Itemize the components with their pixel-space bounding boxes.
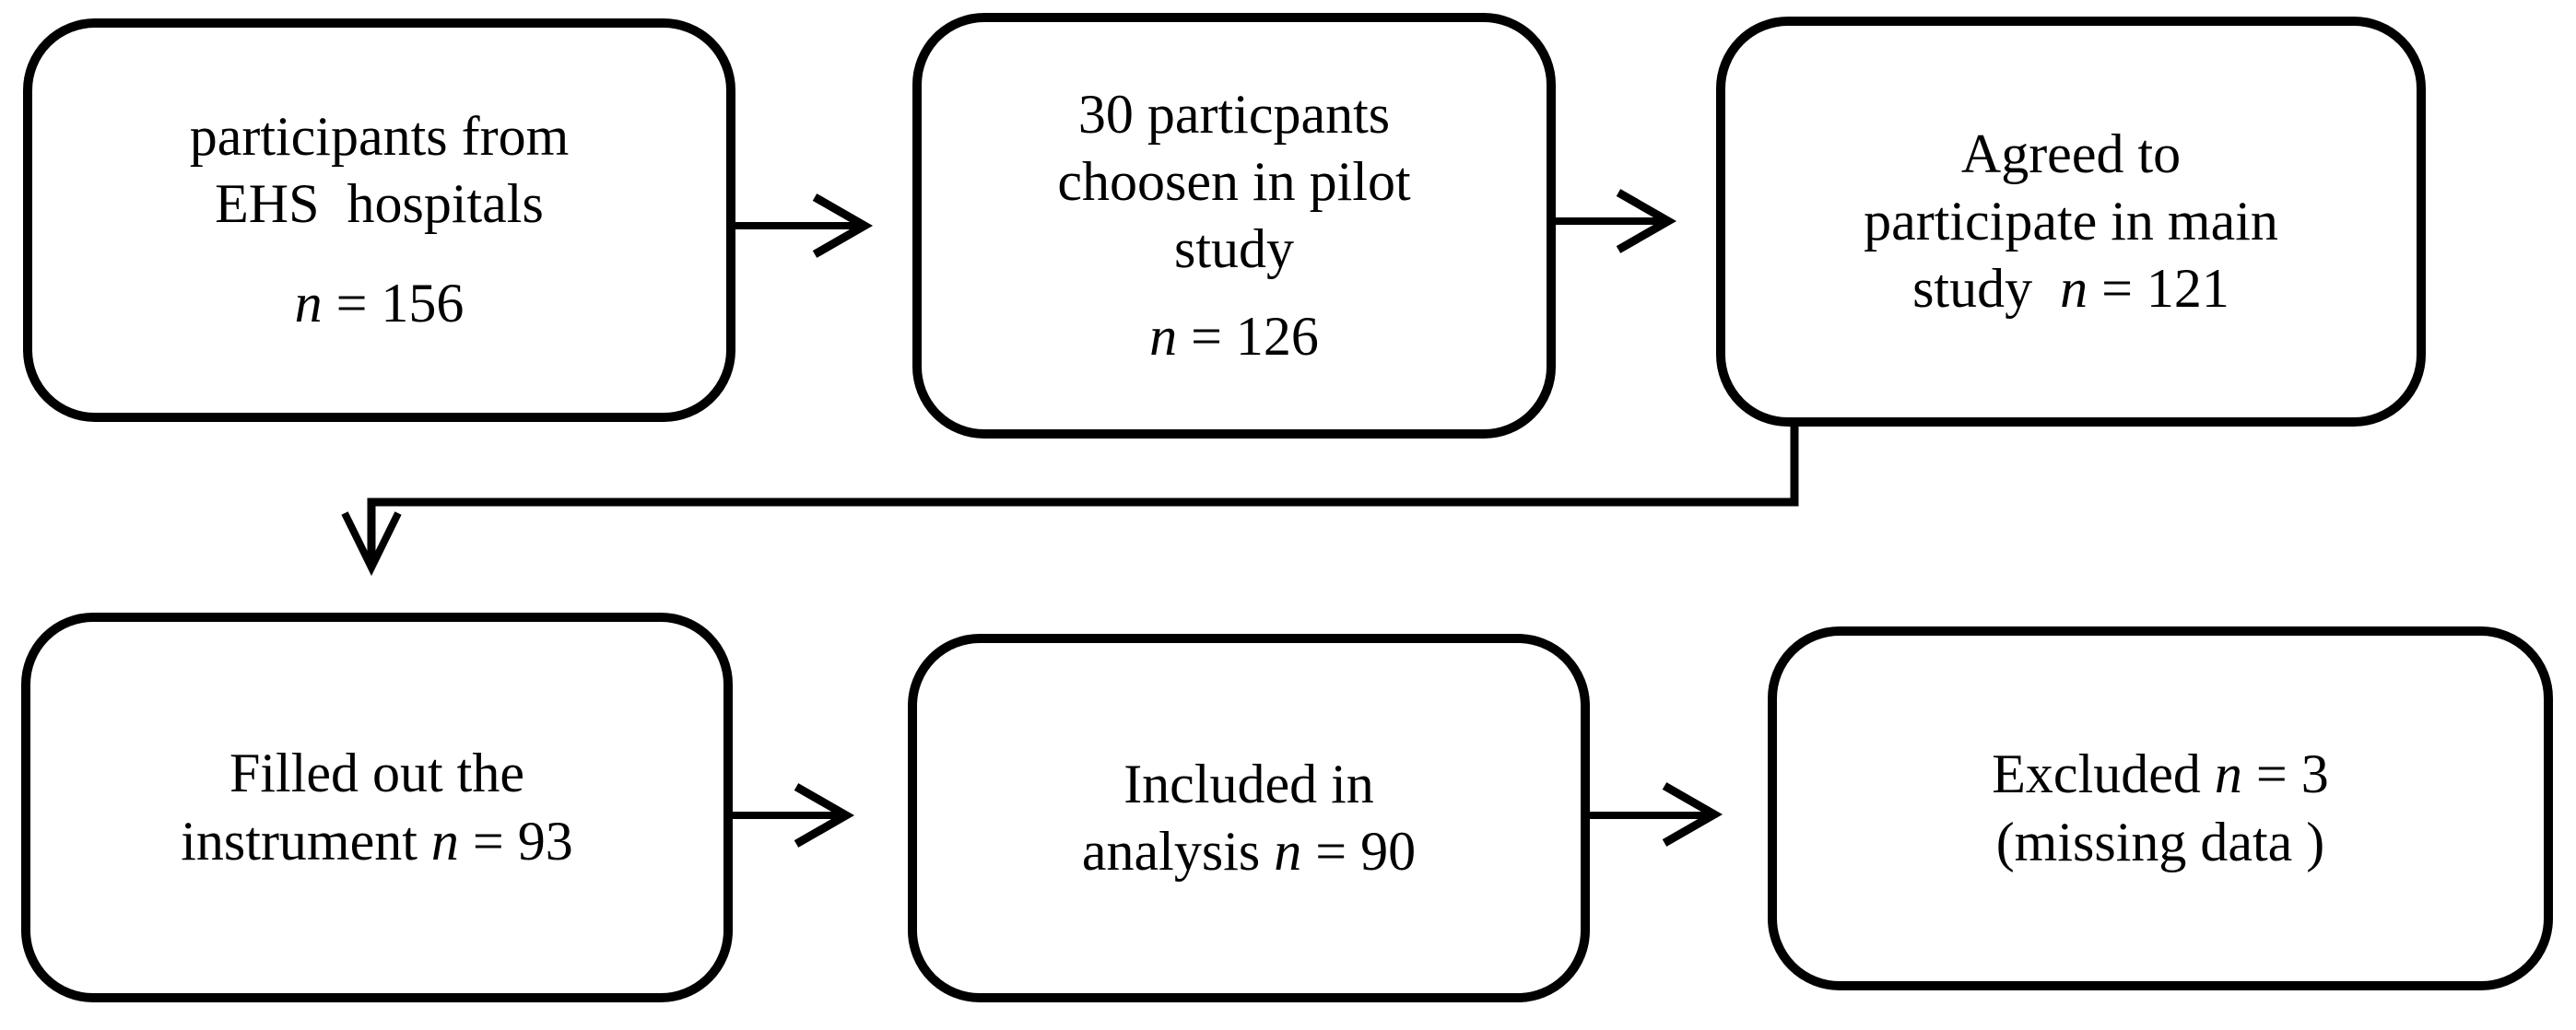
- box6-n-count: Excluded n = 3: [1992, 743, 2329, 805]
- box3-n-count: study n = 121: [1912, 258, 2229, 320]
- box2-line3: study: [1173, 218, 1295, 279]
- box1-line2: EHS hospitals: [215, 173, 544, 235]
- arrow-box4-to-box5: [733, 783, 855, 848]
- box-agreed-main-study: Agreed to participate in main study n = …: [1716, 17, 2426, 427]
- arrow-box2-to-box3: [1556, 189, 1677, 253]
- box3-line1: Agreed to: [1960, 123, 2182, 184]
- box5-line1: Included in: [1123, 753, 1374, 814]
- box-excluded-missing-data: Excluded n = 3 (missing data ): [1768, 626, 2553, 990]
- arrow-box5-to-box6: [1590, 782, 1723, 847]
- box2-line1: 30 particpants: [1077, 83, 1391, 145]
- box4-n-count: instrument n = 93: [181, 810, 573, 872]
- box6-line2: (missing data ): [1995, 811, 2325, 872]
- box-included-analysis: Included in analysis n = 90: [908, 634, 1590, 1002]
- box3-line2: participate in main: [1864, 190, 2278, 252]
- box4-line1: Filled out the: [229, 743, 524, 804]
- box2-line2: choosen in pilot: [1057, 150, 1411, 212]
- arrow-box1-to-box2: [735, 193, 874, 258]
- box-participants-ehs-hospitals: participants from EHS hospitals n = 156: [23, 18, 735, 422]
- box-filled-instrument: Filled out the instrument n = 93: [21, 613, 733, 1002]
- box5-n-count: analysis n = 90: [1081, 821, 1417, 882]
- box1-n-count: n = 156: [294, 272, 465, 334]
- elbow-arrow-box3-to-box4: [341, 424, 1799, 577]
- box-pilot-study-participants: 30 particpants choosen in pilot study n …: [912, 13, 1556, 439]
- box1-line1: participants from: [189, 106, 570, 168]
- box2-n-count: n = 126: [1149, 306, 1319, 368]
